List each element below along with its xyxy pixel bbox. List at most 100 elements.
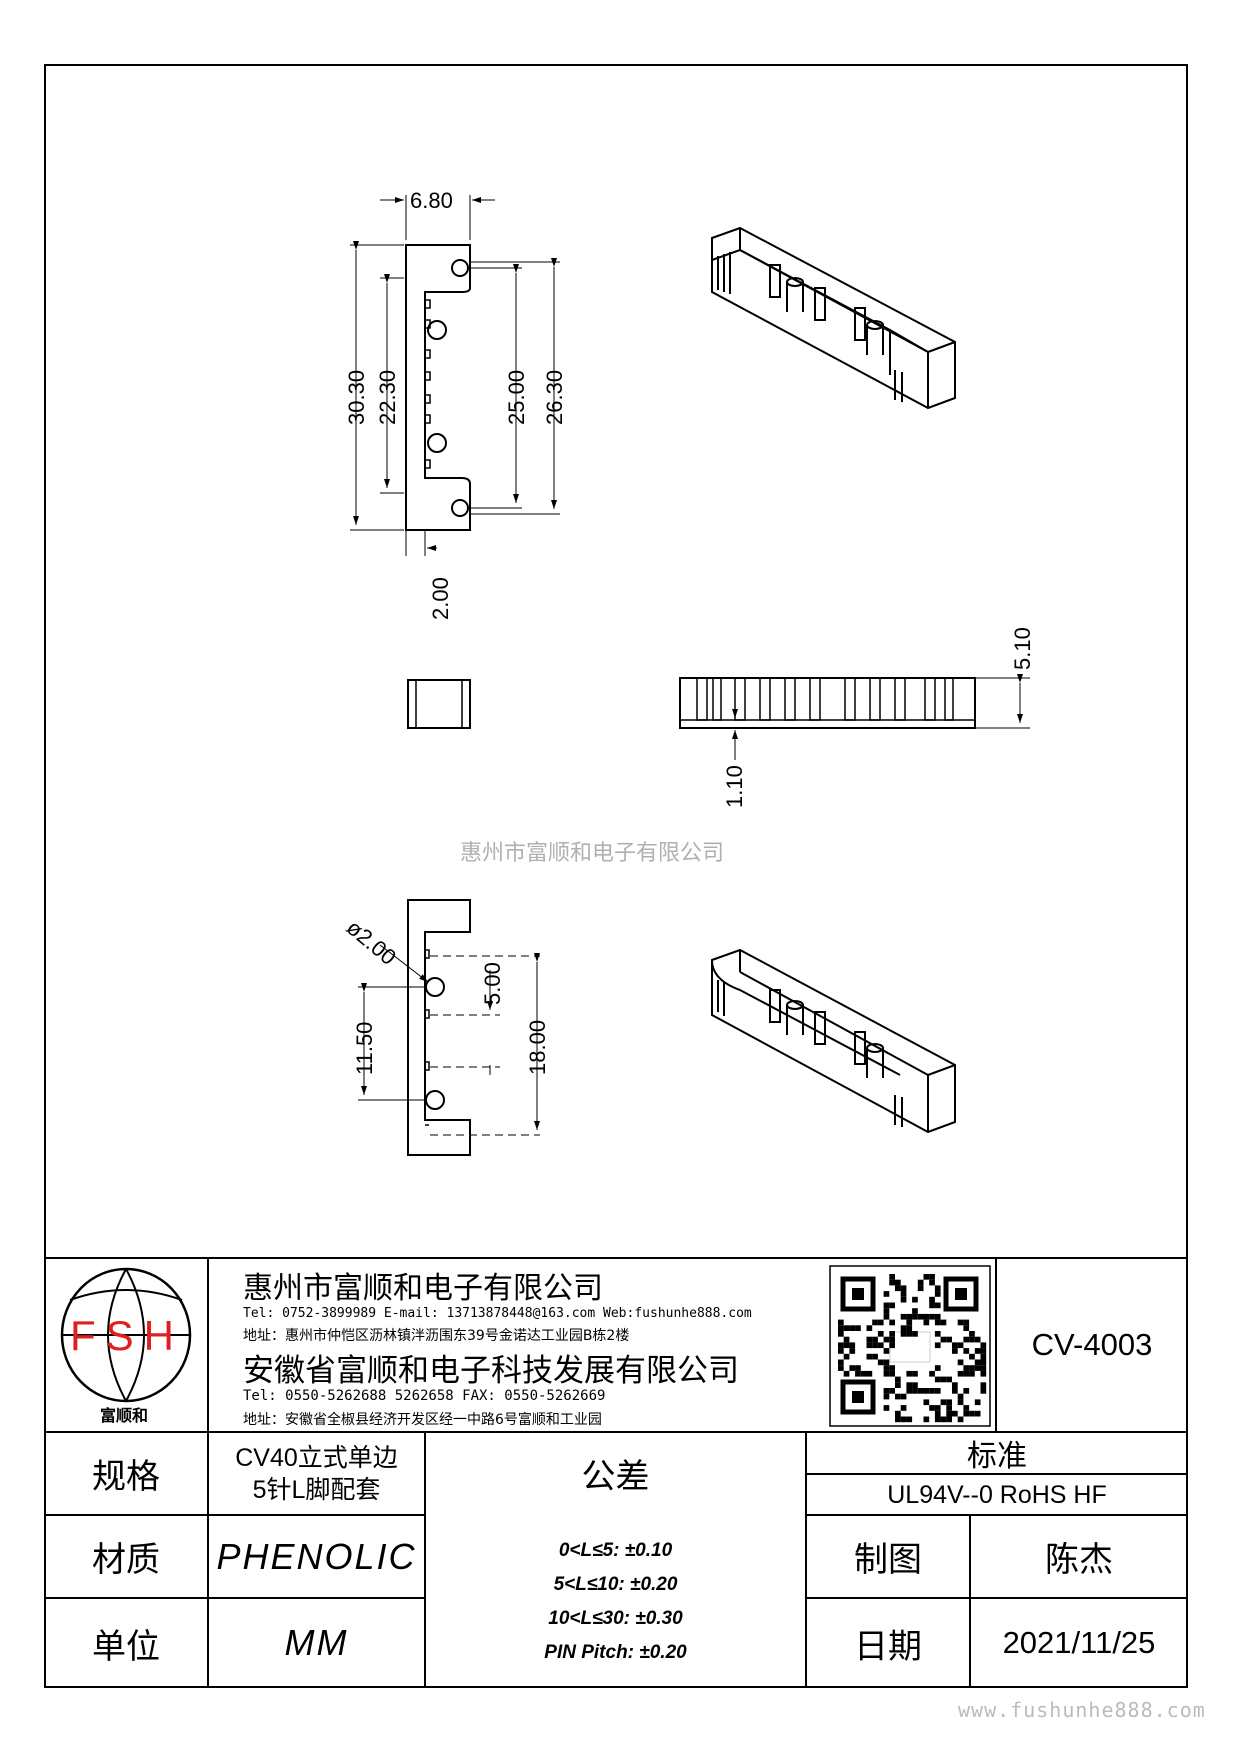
qr-module	[952, 1410, 958, 1417]
qr-module	[872, 1336, 878, 1343]
qr-module	[883, 1370, 890, 1377]
qr-module	[917, 1388, 924, 1394]
qr-module	[934, 1376, 941, 1383]
date-label: 日期	[854, 1626, 922, 1667]
qr-module	[929, 1302, 935, 1309]
qr-module	[889, 1319, 895, 1326]
qr-module	[929, 1313, 935, 1320]
qr-module	[934, 1302, 941, 1309]
title-block-grid	[44, 1257, 1188, 1688]
material-value: PHENOLIC	[216, 1535, 417, 1577]
tolerance-row: 0<L≤5: ±0.10	[558, 1539, 673, 1561]
qr-module	[855, 1370, 861, 1377]
isometric-view-top	[711, 226, 956, 410]
logo-letters: FSH	[70, 1312, 184, 1359]
qr-module	[889, 1274, 895, 1280]
qr-module	[866, 1325, 873, 1331]
qr-module	[980, 1365, 987, 1371]
qr-module	[946, 1336, 952, 1343]
qr-module	[969, 1353, 975, 1360]
qr-module	[929, 1274, 935, 1280]
qr-module	[900, 1416, 907, 1423]
qr-module	[843, 1353, 850, 1360]
qr-module	[883, 1336, 890, 1343]
qr-module	[963, 1370, 970, 1377]
qr-module	[895, 1416, 901, 1423]
standard-label: 标准	[967, 1439, 1027, 1474]
qr-module	[952, 1348, 958, 1354]
dim-bottom-span: 11.50	[352, 1022, 377, 1075]
qr-module	[900, 1325, 907, 1331]
qr-module	[934, 1291, 941, 1297]
qr-module	[838, 1359, 844, 1366]
qr-module	[963, 1365, 970, 1371]
qr-module	[957, 1370, 964, 1377]
qr-module	[946, 1376, 952, 1383]
qr-module	[917, 1285, 924, 1292]
dim-side-base: 1.10	[722, 765, 747, 808]
qr-module	[889, 1342, 895, 1349]
qr-module	[895, 1410, 901, 1417]
qr-module	[877, 1319, 884, 1326]
qr-module	[872, 1319, 878, 1326]
drawing-frame	[44, 64, 1188, 1688]
qr-module	[946, 1416, 952, 1423]
qr-module	[872, 1353, 878, 1360]
qr-module	[912, 1331, 918, 1337]
dim-side-height: 5.10	[1010, 627, 1035, 670]
qr-module	[872, 1342, 878, 1349]
logo-name: 富顺和	[100, 1406, 149, 1425]
spec-value: CV40立式单边 5针L脚配套	[208, 1432, 425, 1515]
qr-module	[940, 1336, 947, 1343]
qr-module	[906, 1382, 913, 1388]
qr-module	[957, 1399, 964, 1406]
qr-module	[952, 1388, 958, 1394]
qr-module	[906, 1313, 913, 1320]
qr-module	[963, 1405, 970, 1411]
dim-pin-span: 25.00	[504, 370, 529, 425]
qr-module	[969, 1331, 975, 1337]
dim-hole-dia: ø2.00	[342, 915, 401, 970]
qr-module	[838, 1319, 844, 1326]
qr-module	[906, 1325, 913, 1331]
qr-module	[883, 1291, 890, 1297]
qr-module	[974, 1336, 981, 1343]
qr-module	[906, 1370, 913, 1377]
qr-module	[963, 1348, 970, 1354]
dim-bottom-total: 18.00	[525, 1020, 550, 1075]
side-view: 5.10 1.10	[679, 627, 1035, 808]
qr-module	[917, 1313, 924, 1320]
qr-module	[900, 1393, 907, 1400]
qr-module	[957, 1359, 964, 1366]
qr-module	[934, 1313, 941, 1320]
company-name-2: 安徽省富顺和电子科技发展有限公司	[243, 1353, 739, 1389]
qr-module	[934, 1388, 941, 1394]
spec-label: 规格	[92, 1457, 160, 1497]
qr-module	[923, 1416, 930, 1423]
qr-module	[912, 1313, 918, 1320]
company-contact-2: Tel: 0550-5262688 5262658 FAX: 0550-5262…	[243, 1388, 606, 1404]
qr-module	[866, 1353, 873, 1360]
qr-module	[889, 1336, 895, 1343]
dim-height-inner: 22.30	[375, 370, 400, 425]
qr-module	[969, 1336, 975, 1343]
qr-module	[934, 1342, 941, 1349]
qr-module	[946, 1410, 952, 1417]
qr-module	[923, 1313, 930, 1320]
qr-module	[843, 1342, 850, 1349]
dim-height-slot: 26.30	[542, 370, 567, 425]
qr-module	[934, 1331, 941, 1337]
qr-module	[929, 1388, 935, 1394]
qr-module	[843, 1325, 850, 1331]
qr-module	[895, 1393, 901, 1400]
qr-module	[900, 1313, 907, 1320]
qr-module	[969, 1365, 975, 1371]
qr-module	[843, 1370, 850, 1377]
qr-module	[940, 1416, 947, 1423]
standard-value: UL94V--0 RoHS HF	[887, 1480, 1107, 1509]
qr-module	[849, 1342, 856, 1349]
qr-module	[917, 1279, 924, 1286]
qr-module	[900, 1405, 907, 1411]
qr-module	[963, 1388, 970, 1394]
